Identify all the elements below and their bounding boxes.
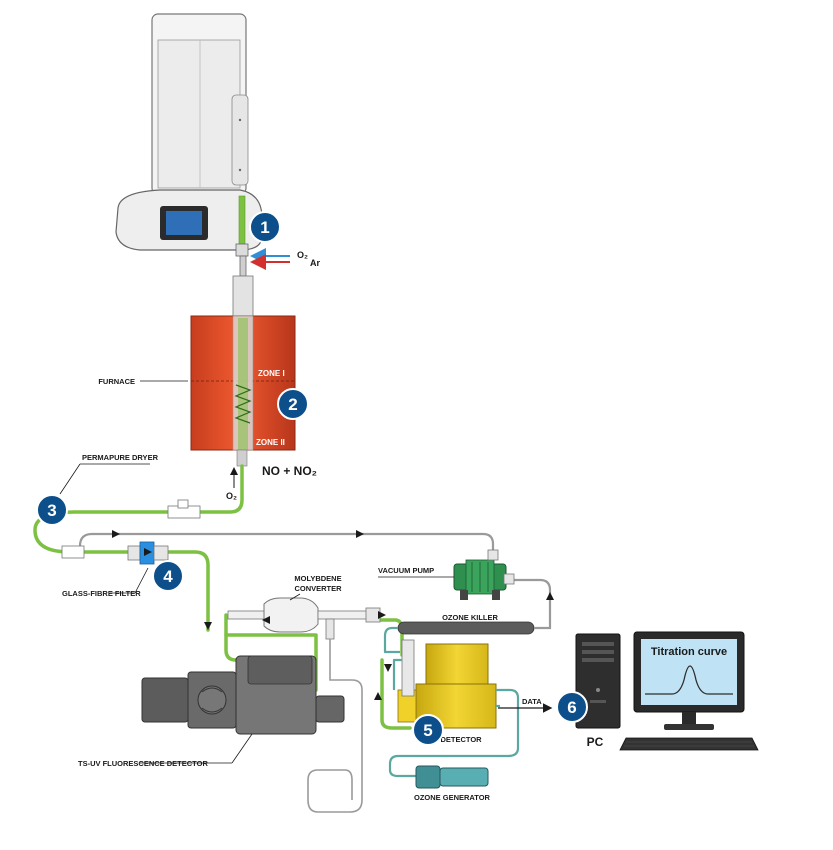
tsuv-label: TS-UV FLUORESCENCE DETECTOR: [78, 759, 208, 768]
t-fitting: [61, 545, 85, 559]
tn-inlet-arrow: [374, 692, 382, 700]
permapure-leader: [59, 463, 81, 495]
badge-5: 5: [412, 714, 444, 746]
badge-1: 1: [249, 211, 281, 243]
badge-3: 3: [36, 494, 68, 526]
titration-label: Titration curve: [651, 646, 727, 658]
svg-text:3: 3: [47, 501, 56, 520]
vacuum-pump: [453, 549, 515, 600]
ozone-gen-label: OZONE GENERATOR: [414, 793, 491, 802]
zone2-label: ZONE II: [256, 438, 285, 447]
converter-out-arrow: [378, 611, 386, 619]
filter-flow-arrow: [144, 548, 152, 556]
converter-label: CONVERTER: [294, 584, 342, 593]
zone1-label: ZONE I: [258, 369, 285, 378]
data-label: DATA: [522, 697, 542, 706]
permapure-label: PERMAPURE DRYER: [82, 453, 159, 462]
gas-inlets: O₂ Ar: [250, 248, 320, 270]
svg-text:6: 6: [567, 698, 576, 717]
no-nox-label: NO + NO₂: [262, 464, 317, 478]
svg-text:1: 1: [260, 218, 269, 237]
furnace-outlet: [236, 449, 248, 467]
tn-label: TN DETECTOR: [428, 735, 482, 744]
return-line: [78, 532, 552, 605]
titration-curve-line: [645, 665, 733, 695]
injector-column: [232, 195, 254, 317]
o2-bottom-label: O₂: [226, 491, 237, 501]
return-arrow-left: [112, 530, 120, 538]
svg-text:4: 4: [163, 567, 173, 586]
ar-label: Ar: [310, 258, 320, 268]
autosampler-tower: [115, 13, 263, 251]
badge-2: 2: [277, 388, 309, 420]
keyboard: [619, 737, 759, 751]
ts-uv-detector: [141, 655, 345, 735]
o2-label: O₂: [297, 250, 308, 260]
return-arrow-mid: [356, 530, 364, 538]
ozone-killer-label: OZONE KILLER: [442, 613, 498, 622]
furnace: ZONE I ZONE II: [190, 315, 296, 451]
ozone-killer: [397, 621, 535, 635]
tn-detector: [397, 639, 497, 729]
molybdene-label: MOLYBDENE: [294, 574, 341, 583]
teal-tubing: [383, 626, 520, 778]
monitor: [633, 631, 745, 730]
green-arrow-down: [204, 622, 212, 630]
ozone-generator: [415, 765, 489, 789]
svg-text:2: 2: [288, 395, 297, 414]
badge-6: 6: [556, 691, 588, 723]
vacuum-label: VACUUM PUMP: [378, 566, 434, 575]
svg-text:5: 5: [423, 721, 432, 740]
return-arrow-up: [546, 592, 554, 600]
converter-arrow: [262, 616, 270, 624]
badge-4: 4: [152, 560, 184, 592]
tn-arrow-2: [384, 664, 392, 672]
pc-label: PC: [587, 735, 604, 749]
molybdene-converter: [227, 597, 381, 640]
furnace-label: FURNACE: [98, 377, 135, 386]
bypass-coil: [307, 639, 363, 813]
glassfibre-label: GLASS-FIBRE FILTER: [62, 589, 141, 598]
